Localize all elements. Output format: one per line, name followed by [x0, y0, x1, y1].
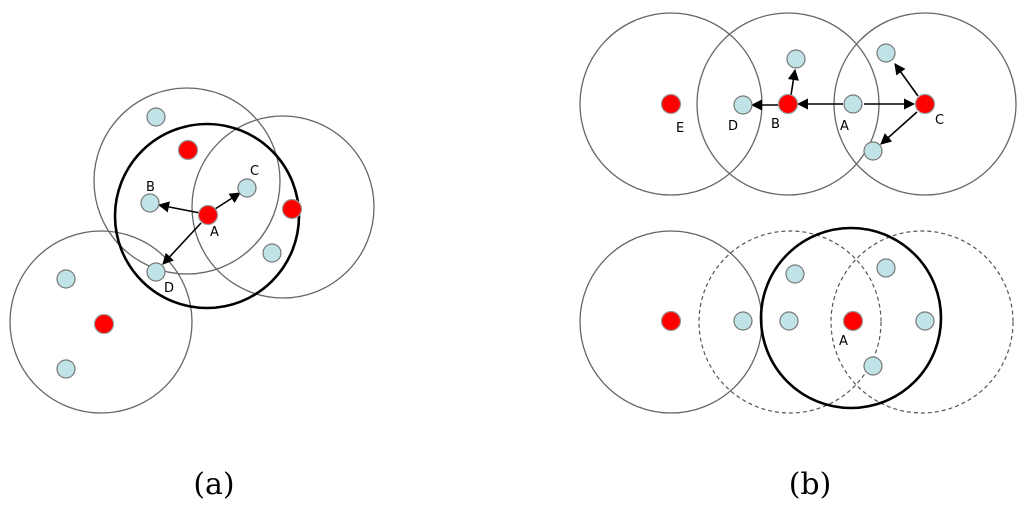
arrow-a-to-d [162, 222, 202, 265]
node-b [140, 193, 160, 213]
panel-a: B C A D (a) [9, 87, 375, 502]
node-c [237, 178, 257, 198]
node [262, 243, 282, 263]
panel-b-bottom: A (b) [579, 226, 1014, 502]
label-c: C [250, 164, 259, 179]
range-circle-upper [93, 87, 281, 275]
range-circle-lower-left [9, 230, 193, 414]
label-b: B [771, 117, 780, 132]
arrow-a-to-b [157, 201, 201, 214]
range-circle-dashed-right [830, 230, 1014, 414]
arrow-a-to-c [214, 192, 241, 210]
range-circle-a-highlight [759, 226, 943, 410]
label-e: E [676, 121, 684, 136]
node [146, 107, 166, 127]
node-d [733, 95, 753, 115]
node [56, 359, 76, 379]
arrow-c-to-lower [880, 111, 918, 145]
node [786, 49, 806, 69]
panel-b-top: E D B A C [579, 12, 1017, 196]
cluster-head-c [914, 93, 936, 115]
label-c: C [935, 113, 944, 128]
arrow-b-to-upper [787, 68, 799, 96]
cluster-head-a [842, 310, 864, 332]
range-circle-right [191, 115, 375, 299]
label-b: B [146, 180, 155, 195]
node [733, 311, 753, 331]
cluster-head-a [197, 204, 219, 226]
range-circle-dashed-left [698, 230, 882, 414]
node [863, 356, 883, 376]
node [876, 43, 896, 63]
cluster-head [660, 310, 682, 332]
cluster-head [93, 313, 115, 335]
cluster-head-e [660, 93, 682, 115]
label-a: A [210, 225, 219, 240]
arrow-c-to-upper [894, 63, 919, 97]
label-a: A [839, 334, 848, 349]
node [915, 311, 935, 331]
node [876, 258, 896, 278]
label-a: A [840, 119, 849, 134]
node [779, 311, 799, 331]
caption-a: (a) [193, 467, 234, 502]
caption-b: (b) [789, 467, 832, 502]
cluster-head [177, 139, 199, 161]
label-d: D [728, 119, 738, 134]
cluster-head [281, 198, 303, 220]
cluster-head-b [777, 93, 799, 115]
label-d: D [164, 281, 174, 296]
node-a [843, 94, 863, 114]
node [785, 264, 805, 284]
node-d [146, 262, 166, 282]
node [863, 141, 883, 161]
node [56, 269, 76, 289]
